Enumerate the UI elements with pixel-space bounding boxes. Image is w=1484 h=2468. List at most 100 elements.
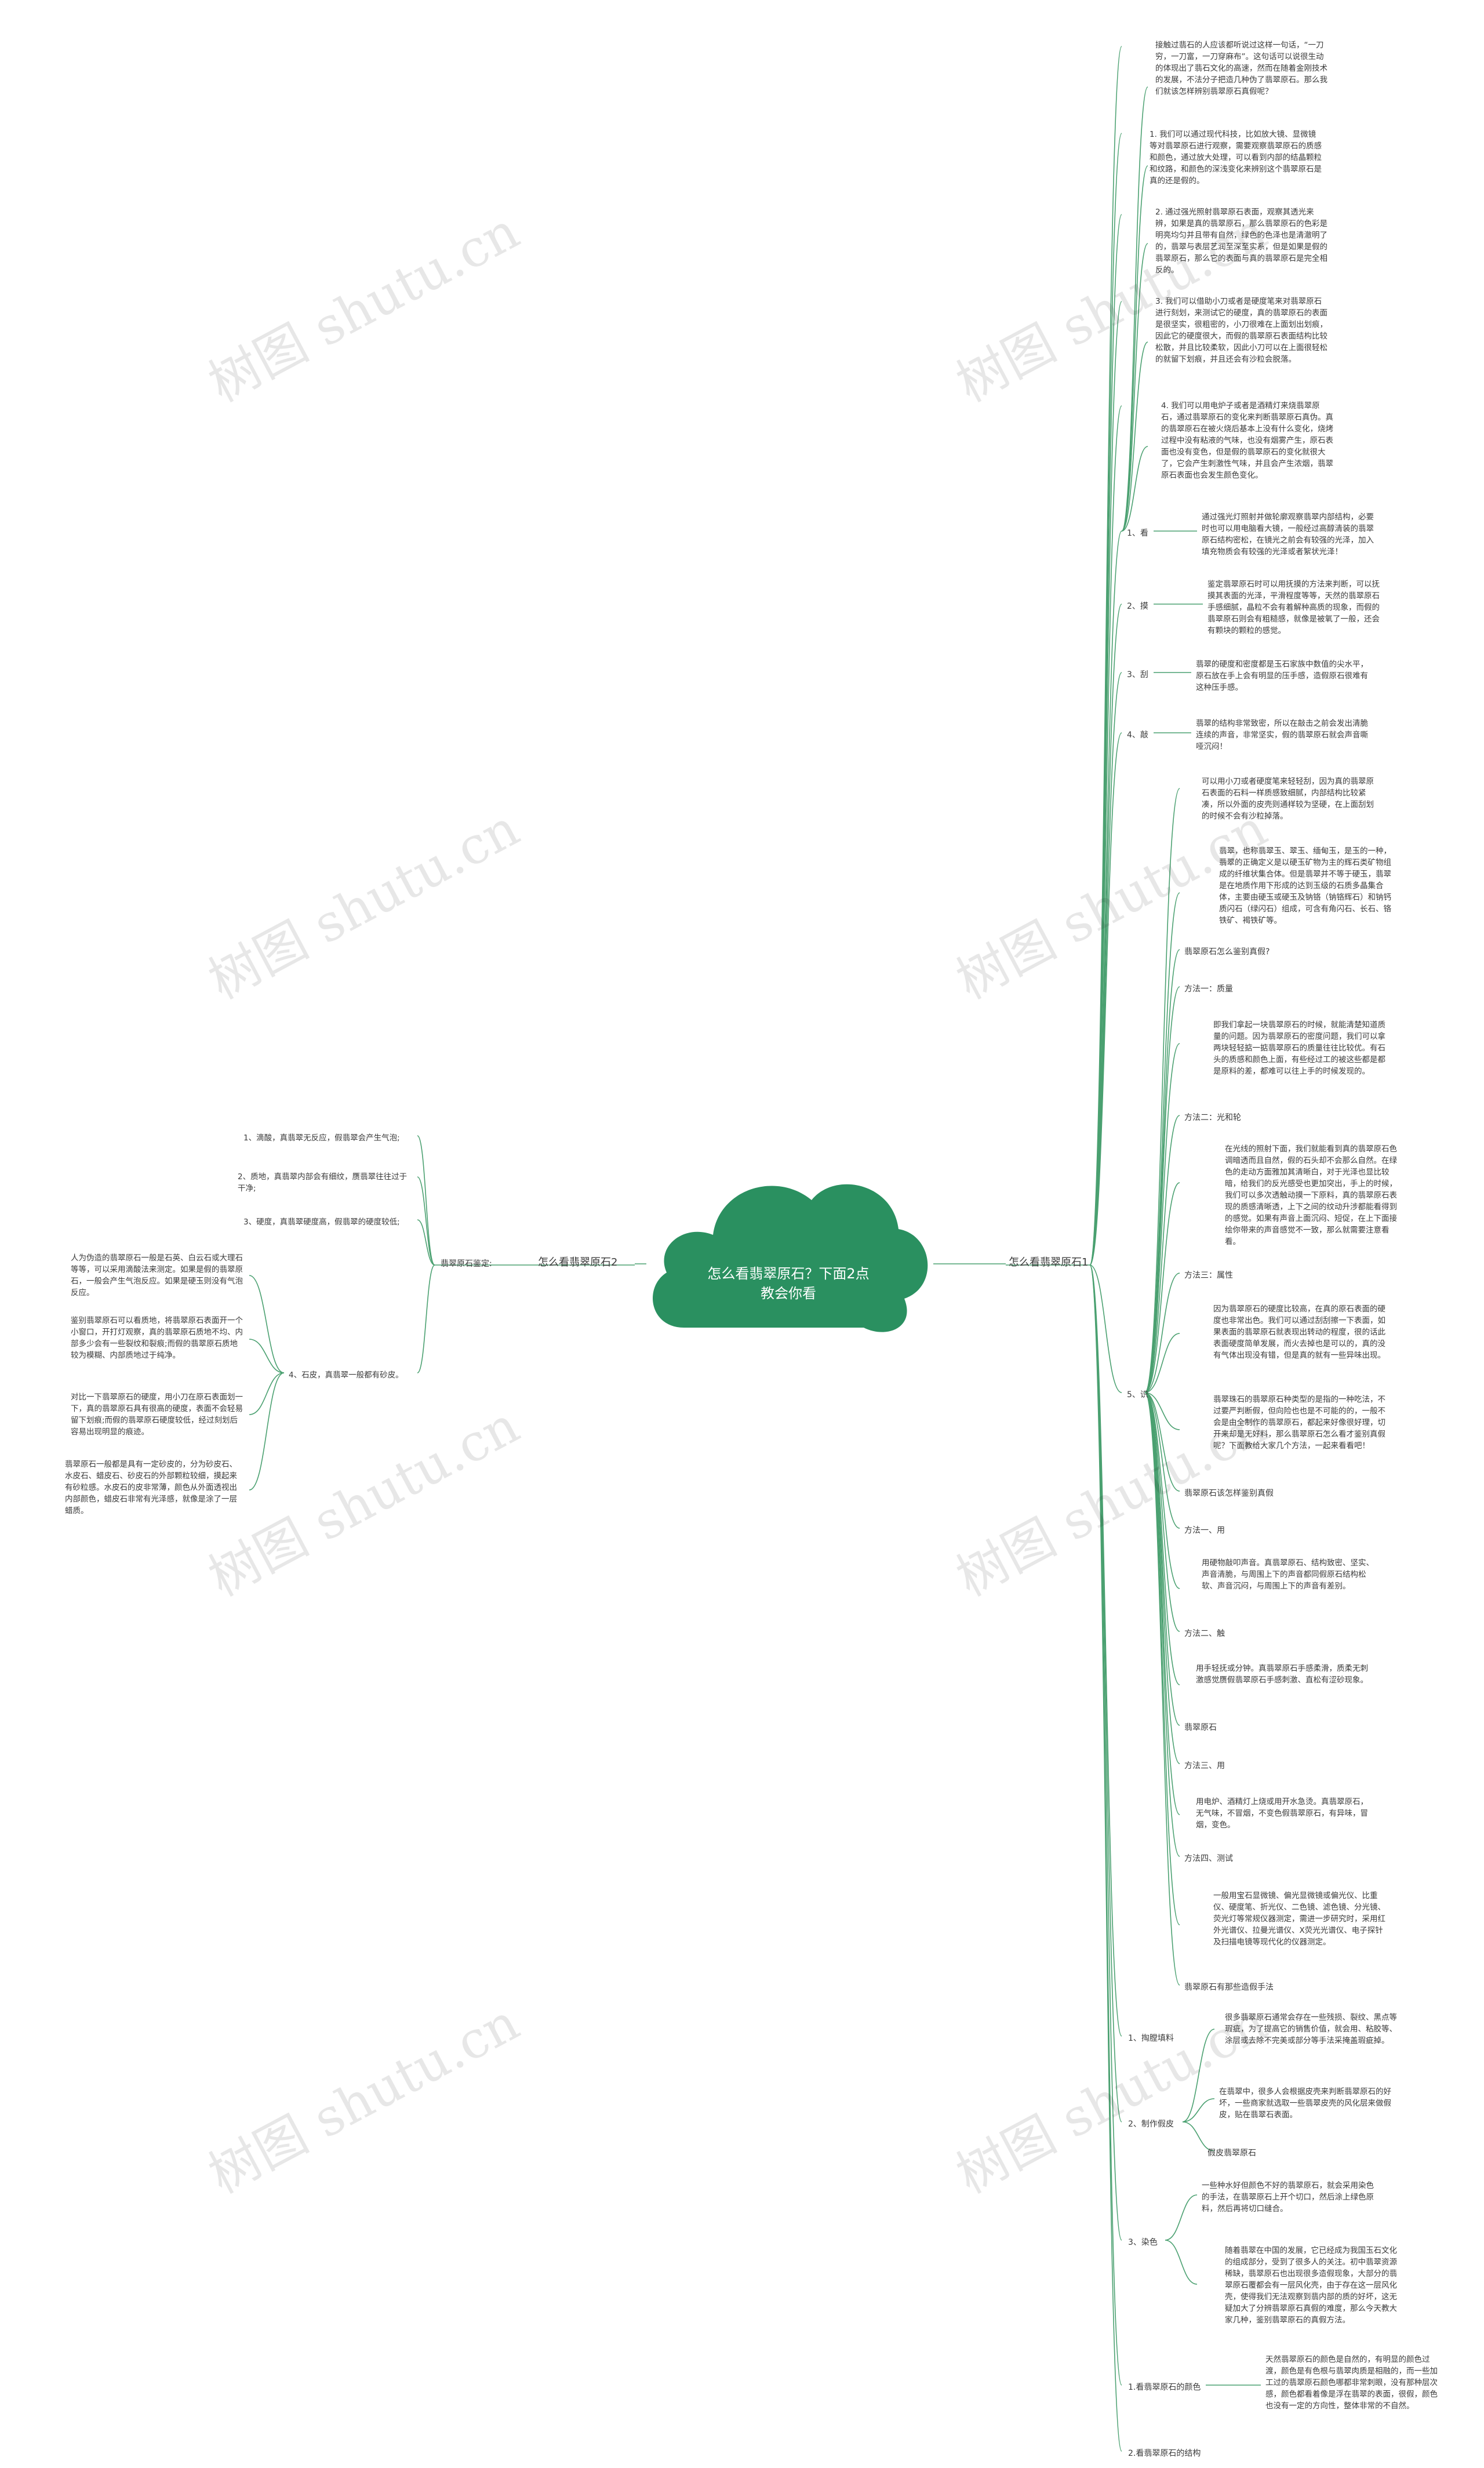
branch1-child-link: [1089, 1264, 1122, 2122]
shi-child-link: [1144, 1273, 1180, 1393]
b1-fake-2-sub[interactable]: 假皮翡翠原石: [1207, 2149, 1256, 2158]
fake-child-link: [1182, 2098, 1215, 2122]
branch1-child-link: [1089, 301, 1122, 1266]
b1-method-6-text[interactable]: 用电炉、酒精灯上烧或用开水急烫。真翡翠原石，无气味，不冒烟，不变色假翡翠原石，有…: [1196, 1797, 1368, 1830]
b1-how-identify[interactable]: 翡翠原石怎么鉴别真假?: [1184, 947, 1270, 957]
b1-mo-label[interactable]: 2、摸: [1127, 602, 1148, 611]
b1-qiao-note[interactable]: 翡翠的结构非常致密，所以在敲击之前会发出清脆连续的声音，非常坚实，假的翡翠原石就…: [1196, 719, 1368, 751]
b2-item-4[interactable]: 4、石皮，真翡翠一般都有砂皮。: [289, 1371, 403, 1380]
b1-method-5-label[interactable]: 方法二、触: [1184, 1629, 1225, 1638]
branch1-child-link: [1089, 1264, 1122, 2037]
b1-intro[interactable]: 接触过翡石的人应该都听说过这样一句话，“一刀穷，一刀富，一刀穿麻布”。这句话可以…: [1155, 41, 1327, 96]
b1-fake-1-label[interactable]: 1、掏膛填料: [1128, 2034, 1174, 2043]
b1-kan-point-4[interactable]: 4. 我们可以用电炉子或者是酒精灯来烧翡翠原石，通过翡翠原石的变化来判断翡翠原石…: [1161, 401, 1333, 480]
b1-fake-3-label[interactable]: 3、染色: [1128, 2238, 1158, 2247]
b1-kan-point-3[interactable]: 3. 我们可以借助小刀或者是硬度笔来对翡翠原石进行刻划，来测试它的硬度，真的翡翠…: [1155, 297, 1327, 364]
b1-method-2-text[interactable]: 在光线的照射下面，我们就能看到真的翡翠原石色调暗透而且自然，假的石头却不会那么自…: [1225, 1144, 1397, 1246]
shi-child-link: [1144, 1333, 1180, 1393]
b1-method-3-extra[interactable]: 翡翠珠石的翡翠原石种类型的是指的一种吃法，不过要严判断假，但向险也也是不可能的的…: [1213, 1395, 1385, 1451]
shi-child-link: [1144, 1392, 1180, 1925]
branch1-child-link: [1089, 405, 1122, 1266]
shi-child-link: [1144, 1115, 1180, 1393]
b1-method-6-label[interactable]: 方法三、用: [1184, 1761, 1225, 1771]
kan-child-link: [1121, 243, 1148, 532]
shi-child-link: [1144, 1392, 1180, 1685]
b1-fake-2-label[interactable]: 2、制作假皮: [1128, 2120, 1174, 2129]
b1-kan-label[interactable]: 1、看: [1127, 529, 1148, 538]
b1-kan-point-2[interactable]: 2. 通过强光照射翡翠原石表面，观察其透光来辨，如果是真的翡翠原石，那么翡翠原石…: [1155, 208, 1327, 275]
b1-fake-methods[interactable]: 翡翠原石有那些造假手法: [1184, 1983, 1274, 1992]
b1-shi-intro-2[interactable]: 翡翠，也称翡翠玉、翠玉、缅甸玉，是玉的一种，翡翠的正确定义是以硬玉矿物为主的辉石…: [1219, 846, 1391, 925]
b2-skin-link: [249, 1372, 285, 1491]
b1-method-2-label[interactable]: 方法二：光和轮: [1184, 1113, 1241, 1122]
kan-child-link: [1121, 446, 1148, 532]
shi-child-link: [1144, 1392, 1180, 1430]
fake-child-link: [1182, 2029, 1215, 2122]
b2-item-2[interactable]: 2、质地，真翡翠内部会有细纹，赝翡翠往往过于干净;: [238, 1172, 408, 1193]
b1-raw-stone[interactable]: 翡翠原石: [1184, 1723, 1217, 1732]
shi-child-link: [1144, 1392, 1180, 1589]
b2-sub-label[interactable]: 翡翠原石鉴定:: [441, 1259, 492, 1268]
shi-child-link: [1144, 1392, 1180, 1857]
shi-child-link: [1144, 949, 1180, 1393]
b1-structure-label[interactable]: 2.看翡翠原石的结构: [1128, 2449, 1201, 2458]
root-cloud-shape: [653, 1184, 928, 1332]
b2-child-link: [417, 1176, 435, 1266]
b1-kan-point-1[interactable]: 1. 我们可以通过现代科技，比如放大镜、显微镜等对翡翠原石进行观察，需要观察翡翠…: [1150, 130, 1322, 186]
b1-method-3-text[interactable]: 因为翡翠原石的硬度比较高，在真的原石表面的硬度也非常出色。我们可以通过刮刮擦一下…: [1213, 1304, 1385, 1360]
b2-item-1[interactable]: 1、滴酸，真翡翠无反应，假翡翠会产生气泡;: [243, 1133, 400, 1143]
b1-method-4-label[interactable]: 方法一、用: [1184, 1526, 1225, 1535]
b1-method-5-text[interactable]: 用手轻抚或分钟。真翡翠原石手感柔滑，质柔无刺激感觉赝假翡翠原石手感刺激、直松有涩…: [1196, 1664, 1368, 1685]
b1-method-3-label[interactable]: 方法三：属性: [1184, 1271, 1233, 1280]
b1-gua-note[interactable]: 翡翠的硬度和密度都是玉石家族中数值的尖水平，原石放在手上会有明显的压手感，造假原…: [1196, 660, 1368, 692]
b1-qiao-label[interactable]: 4、敲: [1127, 730, 1148, 740]
b2-child-link: [417, 1264, 435, 1373]
b1-shi-intro-1[interactable]: 可以用小刀或者硬度笔来轻轻刮，因为真的翡翠原石表面的石料一样质感致细腻，内部结构…: [1202, 777, 1374, 821]
kan-child-link: [1121, 341, 1148, 532]
shi-child-link: [1144, 1043, 1180, 1393]
dye-child-link: [1165, 2194, 1198, 2241]
b1-fake-2-text[interactable]: 在翡翠中，很多人会根据皮壳来判断翡翠原石的好坏，一些商家就选取一些翡翠皮壳的风化…: [1219, 2087, 1391, 2120]
shi-child-link: [1144, 1392, 1180, 1986]
b2-item-3[interactable]: 3、硬度，真翡翠硬度高，假翡翠的硬度较低;: [243, 1217, 400, 1227]
b2-child-link: [417, 1135, 435, 1266]
b1-method-4-text[interactable]: 用硬物敲叩声音。真翡翠原石、结构致密、坚实、声音清脆，与周围上下的声音都同假原石…: [1202, 1558, 1374, 1591]
b2-skin-1[interactable]: 人为伪造的翡翠原石一般是石英、白云石或大理石等等，可以采用滴酸法来测定。如果是假…: [71, 1253, 243, 1297]
b1-method-7-label[interactable]: 方法四、测试: [1184, 1854, 1233, 1863]
b2-skin-4[interactable]: 翡翠原石一般都是具有一定砂皮的，分为砂皮石、水皮石、蜡皮石、砂皮石的外部颗粒较细…: [65, 1460, 237, 1515]
kan-child-link: [1121, 86, 1148, 532]
b2-skin-link: [249, 1339, 285, 1373]
b1-fake-3-text-1[interactable]: 一些种水好但颜色不好的翡翠原石，就会采用染色的手法，在翡翠原石上开个切口，然后涂…: [1202, 2181, 1374, 2213]
b1-method-1-label[interactable]: 方法一：质量: [1184, 984, 1233, 994]
b1-fake-1-text[interactable]: 很多翡翠原石通常会存在一些残损、裂纹、黑点等瑕疵，为了提高它的销售价值，就会用、…: [1225, 2013, 1397, 2045]
b1-method-1-text[interactable]: 即我们拿起一块翡翠原石的时候，就能清楚知道质量的问题。因为翡翠原石的密度问题，我…: [1213, 1020, 1385, 1076]
b1-fake-3-text-2[interactable]: 随着翡翠在中国的发展，它已经成为我国玉石文化的组成部分，受到了很多人的关注。初中…: [1225, 2246, 1397, 2325]
branch1-child-link: [1089, 1264, 1122, 2452]
fake-child-link: [1182, 2121, 1215, 2151]
branch1-child-link: [1089, 732, 1122, 1266]
b1-shi-label[interactable]: 5、识: [1127, 1390, 1148, 1400]
b1-method-7-text[interactable]: 一般用宝石显微镜、偏光显微镜或偏光仪、比重仪、硬度笔、折光仪、二色镜、滤色镜、分…: [1213, 1891, 1385, 1947]
shi-child-link: [1144, 1392, 1180, 1492]
branch1-child-link: [1089, 1264, 1122, 1393]
b1-kan-note[interactable]: 通过强光灯照射并做轮廓观察翡翠内部结构，必要时也可以用电脑看大镜，一般经过高醇清…: [1202, 512, 1374, 557]
branch-1-label[interactable]: 怎么看翡翠原石1: [1009, 1256, 1089, 1268]
b1-mo-note[interactable]: 鉴定翡翠原石时可以用抚摸的方法来判断，可以抚摸其表面的光泽，平滑程度等等，天然的…: [1207, 580, 1380, 635]
b2-skin-link: [249, 1372, 285, 1415]
branch1-child-link: [1089, 1264, 1122, 2241]
b1-how-identify-2[interactable]: 翡翠原石该怎样鉴别真假: [1184, 1489, 1274, 1498]
branch1-child-link: [1089, 46, 1122, 1266]
root-topic[interactable]: 怎么看翡翠原石？下面2点教会你看: [707, 1266, 870, 1302]
b1-gua-label[interactable]: 3、刮: [1127, 670, 1148, 679]
branch-2-label[interactable]: 怎么看翡翠原石2: [538, 1256, 618, 1268]
b2-skin-2[interactable]: 鉴别翡翠原石可以看质地，将翡翠原石表面开一个小窗口，开打灯观察，真的翡翠原石质地…: [71, 1316, 243, 1360]
shi-child-link: [1144, 1392, 1180, 1632]
shi-child-link: [1144, 986, 1180, 1393]
b2-skin-3[interactable]: 对比一下翡翠原石的硬度，用小刀在原石表面划一下，真的翡翠原石具有很高的硬度，表面…: [71, 1393, 243, 1437]
b1-color-label[interactable]: 1.看翡翠原石的颜色: [1128, 2383, 1201, 2392]
b1-color-text[interactable]: 天然翡翠原石的颜色是自然的，有明显的颜色过渡，颜色是有色根与翡翠肉质是相融的，而…: [1265, 2355, 1438, 2411]
b2-child-link: [417, 1219, 435, 1266]
kan-child-link: [1121, 165, 1148, 532]
shi-child-link: [1144, 1392, 1180, 1764]
